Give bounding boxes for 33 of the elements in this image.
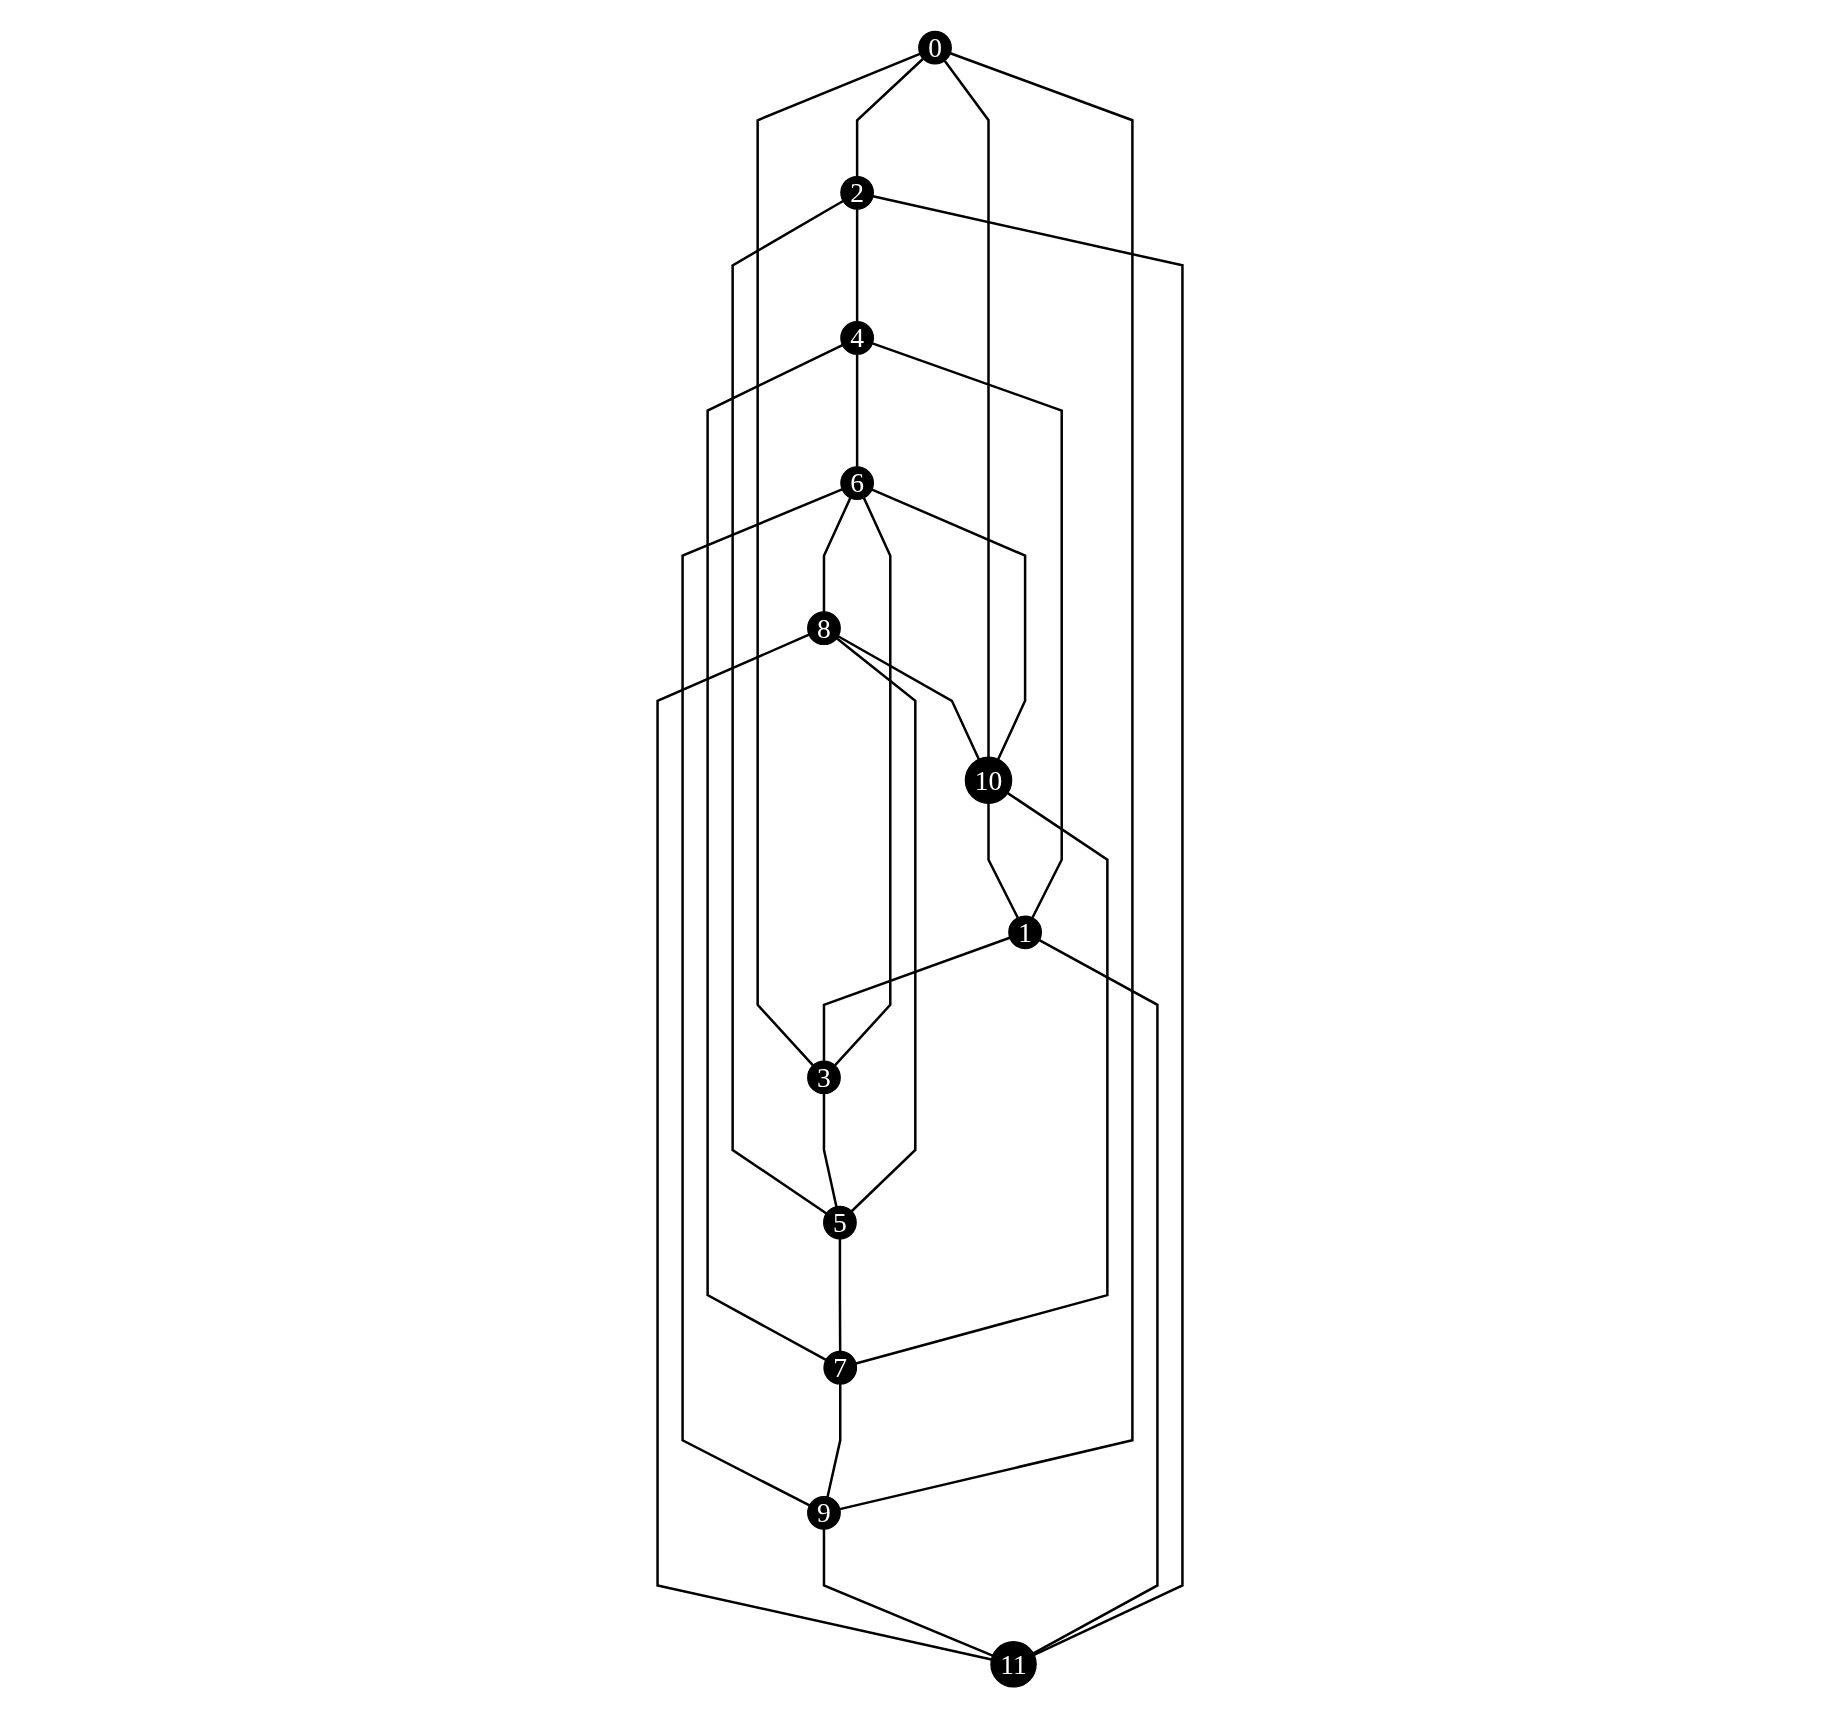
connector — [855, 791, 1109, 1365]
node-circle: 5 — [823, 1205, 857, 1239]
node-circle: 0 — [918, 30, 952, 65]
node-circle: 6 — [840, 465, 874, 500]
connector — [855, 353, 859, 467]
node-circle: 7 — [823, 1350, 858, 1385]
node-circle: 4 — [840, 320, 874, 355]
connector — [1032, 938, 1159, 1655]
connector — [756, 52, 921, 1066]
connector — [838, 1238, 842, 1351]
connector — [872, 341, 1063, 918]
connector — [656, 633, 992, 1661]
connector — [822, 496, 852, 612]
node-circle: 1 — [1008, 914, 1042, 949]
node-circle: 8 — [807, 610, 841, 645]
node-circle: 3 — [807, 1060, 841, 1094]
connector — [871, 487, 1027, 760]
connector — [872, 194, 1184, 1656]
connector — [987, 802, 1019, 918]
connector — [835, 636, 917, 1212]
connector — [943, 59, 990, 757]
connector — [822, 1528, 994, 1657]
connector — [855, 208, 859, 322]
node-circle: 11 — [990, 1640, 1037, 1688]
node-circle: 10 — [964, 755, 1013, 804]
connector — [822, 936, 1011, 1061]
connector — [834, 496, 892, 1066]
node-circle: 2 — [840, 175, 874, 210]
connector — [822, 1093, 838, 1207]
connector — [855, 57, 924, 177]
connector — [837, 634, 980, 760]
node-circle: 9 — [807, 1495, 841, 1530]
connector — [826, 1383, 842, 1497]
